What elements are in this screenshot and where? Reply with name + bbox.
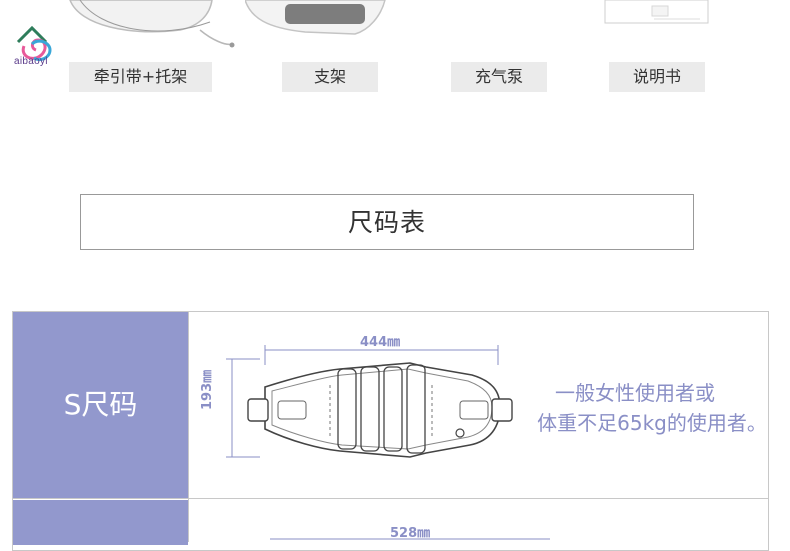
size-chart-title: 尺码表 [80,194,694,250]
s-width-dimension: 444㎜ [360,335,401,350]
next-width-dimension: 528㎜ [390,526,431,541]
accessory-caption-stand: 支架 [282,62,378,92]
brand-logo-icon [16,25,52,62]
table-row-divider [12,498,769,499]
next-width-dimension-line [270,538,550,540]
belt-outline-s-diagram [226,345,513,458]
manual-image [604,0,709,24]
stand-image [245,0,386,35]
traction-belt-image [69,0,235,48]
accessory-caption-traction-belt: 牵引带+托架 [69,62,212,92]
accessory-caption-manual: 说明书 [609,62,705,92]
brand-logo-text: aibaoyl [14,56,48,67]
s-size-description-line2: 体重不足65kg的使用者。 [537,411,767,435]
size-s-label: S尺码 [13,312,188,498]
s-size-description-line1: 一般女性使用者或 [555,381,715,405]
size-next-label [13,500,188,545]
table-column-divider [188,312,189,542]
accessory-caption-pump: 充气泵 [451,62,547,92]
s-height-dimension: 193㎜ [200,369,215,410]
